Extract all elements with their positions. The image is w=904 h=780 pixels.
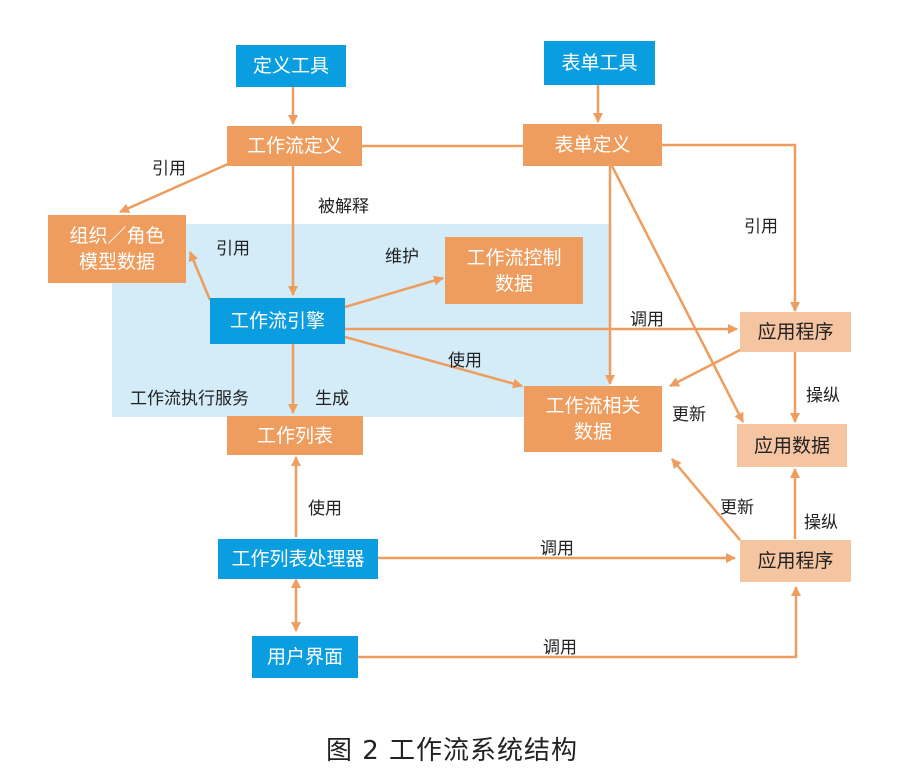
worklist-node: 工作列表	[227, 416, 363, 455]
arrow-form-def-to-app-data	[610, 165, 745, 423]
arrow-form-def-to-app-program-top	[662, 143, 800, 312]
worklist-label: 工作列表	[256, 424, 333, 447]
label-interpreted: 被解释	[318, 197, 369, 217]
figure-caption: 图 2 工作流系统结构	[325, 736, 579, 766]
label-use-worklist: 使用	[308, 499, 342, 519]
user-interface-label: 用户界面	[266, 646, 343, 668]
form-def-node: 表单定义	[523, 124, 662, 166]
worklist-handler-label: 工作列表处理器	[231, 548, 365, 570]
workflow-def-node: 工作流定义	[227, 126, 362, 166]
label-update-top: 更新	[672, 405, 706, 425]
label-maintain: 维护	[385, 247, 419, 267]
worklist-handler-node: 工作列表处理器	[218, 539, 378, 579]
workflow-engine-label: 工作流引擎	[229, 310, 325, 332]
label-call-bottom: 调用	[543, 638, 577, 658]
label-generate: 生成	[315, 389, 349, 409]
arrow-engine-to-workflow-control	[344, 275, 444, 309]
arrow-engine-to-org-model	[188, 251, 212, 301]
arrow-app-program-bottom-to-workflow-related	[671, 458, 741, 541]
label-quote-engine: 引用	[216, 239, 250, 259]
app-program-top-node: 应用程序	[740, 312, 851, 352]
define-tool-node: 定义工具	[236, 45, 346, 87]
app-data-label: 应用数据	[753, 434, 830, 457]
label-operate-bottom: 操纵	[804, 513, 838, 533]
app-program-bottom-label: 应用程序	[757, 550, 834, 572]
label-quote-right: 引用	[744, 217, 778, 237]
form-tool-label: 表单工具	[561, 52, 638, 74]
workflow-control-node: 工作流控制 数据	[445, 237, 583, 304]
label-update-bottom: 更新	[720, 498, 754, 518]
define-tool-label: 定义工具	[252, 55, 329, 77]
label-operate-top: 操纵	[806, 386, 840, 406]
label-quote-left: 引用	[152, 159, 186, 179]
form-tool-node: 表单工具	[544, 41, 655, 85]
arrow-user-interface-to-app-program-bottom	[358, 586, 801, 659]
app-program-top-label: 应用程序	[757, 321, 834, 343]
arrow-workflow-def-to-org-model	[119, 162, 229, 214]
label-service: 工作流执行服务	[130, 389, 249, 409]
user-interface-node: 用户界面	[252, 636, 358, 678]
arrow-engine-to-workflow-related	[344, 335, 523, 389]
app-program-bottom-node: 应用程序	[740, 540, 851, 582]
app-data-node: 应用数据	[737, 424, 847, 467]
workflow-engine-node: 工作流引擎	[210, 298, 345, 344]
workflow-related-node: 工作流相关 数据	[524, 386, 662, 452]
org-model-node: 组织／角色 模型数据	[48, 215, 186, 283]
form-def-label: 表单定义	[554, 134, 631, 156]
workflow-def-label: 工作流定义	[246, 135, 342, 157]
arrow-app-program-top-to-workflow-related	[669, 347, 743, 388]
label-call-middle: 调用	[540, 539, 574, 559]
workflow-control-label: 工作流控制 数据	[466, 246, 562, 295]
label-use-engine: 使用	[448, 351, 482, 371]
label-call-top: 调用	[630, 310, 664, 330]
org-model-label: 组织／角色 模型数据	[69, 225, 165, 273]
workflow-related-label: 工作流相关 数据	[545, 395, 641, 443]
